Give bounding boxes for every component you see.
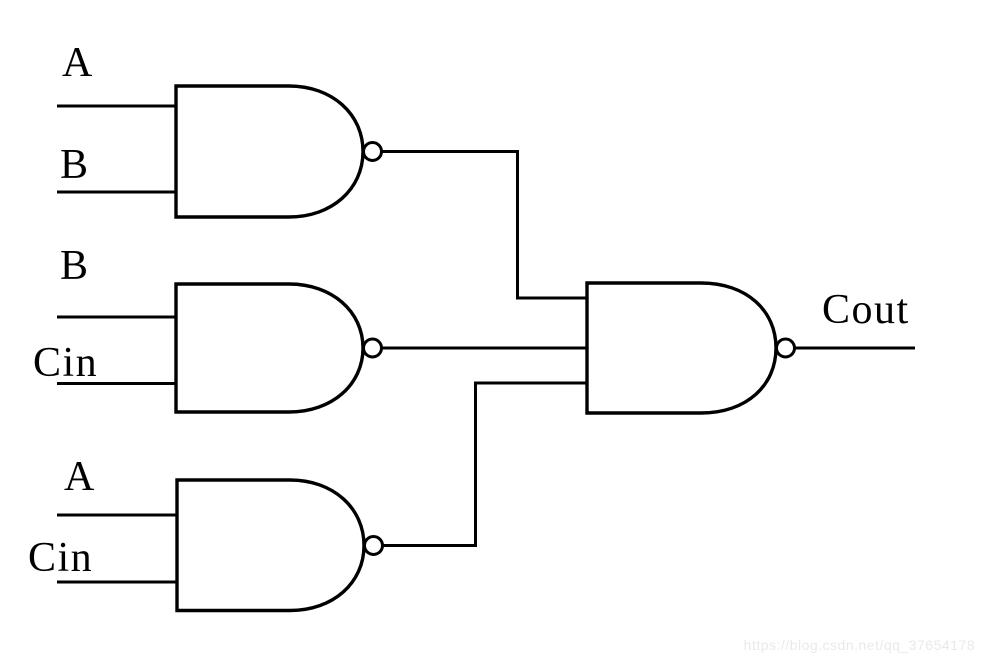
nand-gate-3-body [175, 478, 366, 613]
nand-gate-1-inversion-bubble-icon [362, 141, 383, 162]
input-wires [57, 104, 179, 584]
nand-gate-1-body [174, 84, 365, 219]
label-cout-output: Cout [822, 287, 910, 333]
label-nand1-input-b: B [60, 142, 90, 188]
nand-gate-2-body [174, 282, 365, 414]
nand-gate-4-inversion-bubble-icon [775, 337, 796, 359]
nand-gate-3-inversion-bubble-icon [363, 535, 384, 556]
label-nand3-input-cin: Cin [28, 535, 93, 581]
label-nand2-input-cin: Cin [33, 340, 98, 386]
nand3-to-nand4-wire [382, 381, 589, 547]
label-nand3-input-a: A [64, 454, 96, 500]
gate-bodies [174, 84, 778, 613]
nand-gate-4-body [585, 281, 778, 415]
signal-labels: A B B Cin A Cin Cout [28, 40, 910, 581]
watermark: https://blog.csdn.net/qq_37654178 [744, 637, 975, 653]
interconnect-wires [381, 150, 915, 547]
label-nand1-input-a: A [62, 40, 94, 86]
nand-gate-2-inversion-bubble-icon [362, 337, 383, 359]
inversion-bubbles [362, 141, 796, 556]
label-nand2-input-b: B [60, 243, 90, 289]
nand1-to-nand4-wire [381, 150, 589, 300]
